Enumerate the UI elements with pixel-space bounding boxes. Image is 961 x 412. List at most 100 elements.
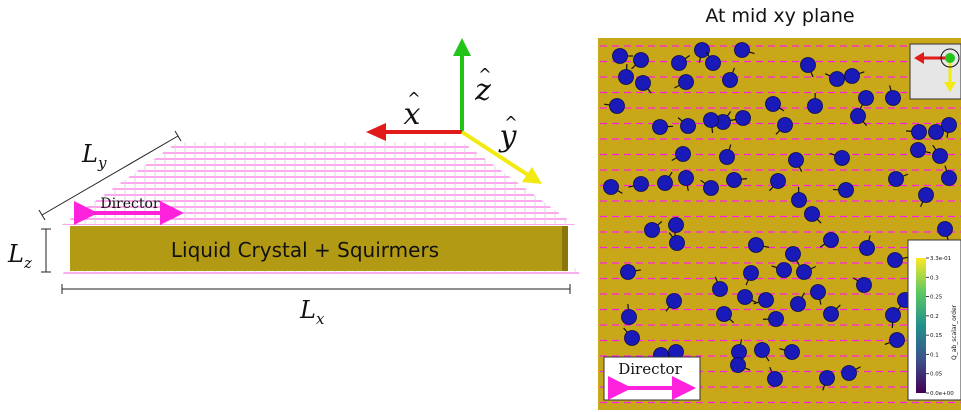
squirmer-particle bbox=[633, 176, 649, 192]
squirmer-particle bbox=[790, 296, 806, 312]
squirmer-particle bbox=[796, 264, 812, 280]
z-axis-head bbox=[453, 38, 471, 56]
squirmer-particle bbox=[652, 119, 668, 135]
squirmer-particle bbox=[844, 68, 860, 84]
ly-dimension-line bbox=[41, 135, 179, 216]
squirmer-particle bbox=[726, 172, 742, 188]
squirmer-particle bbox=[758, 292, 774, 308]
x-axis-label: x bbox=[404, 97, 421, 132]
colorbar-tick-label: 0.25 bbox=[930, 295, 943, 301]
squirmer-particle bbox=[621, 309, 637, 325]
colorbar-tick-label: 3.3e-01 bbox=[930, 256, 951, 262]
director-label-right: Director bbox=[618, 360, 682, 378]
squirmer-particle bbox=[777, 117, 793, 133]
colorbar-tick-label: 0.0e+00 bbox=[930, 391, 954, 397]
squirmer-particle bbox=[885, 90, 901, 106]
squirmer-particle bbox=[754, 342, 770, 358]
squirmer-particle bbox=[841, 365, 857, 381]
right-panel-title: At mid xy plane bbox=[705, 5, 854, 27]
squirmer-particle bbox=[791, 192, 807, 208]
squirmer-particle bbox=[856, 277, 872, 293]
squirmer-particle bbox=[838, 182, 854, 198]
squirmer-particle bbox=[918, 187, 934, 203]
squirmer-particle bbox=[609, 98, 625, 114]
squirmer-particle bbox=[678, 170, 694, 186]
squirmer-particle bbox=[829, 71, 845, 87]
squirmer-particle bbox=[635, 75, 651, 91]
colorbar-ticks: 3.3e-010.30.250.20.150.10.050.0e+00 bbox=[926, 256, 954, 397]
lx-label: Lx bbox=[299, 296, 325, 328]
squirmer-particle bbox=[719, 149, 735, 165]
colorbar: 3.3e-010.30.250.20.150.10.050.0e+00 Q_ab… bbox=[907, 239, 961, 401]
right-panel: At mid xy plane Director 3.3e-01 0.3 0.25 0… bbox=[598, 5, 961, 410]
squirmer-particle bbox=[680, 118, 696, 134]
slab-shadow-edge bbox=[562, 226, 568, 271]
squirmer-particle bbox=[668, 217, 684, 233]
x-axis-head bbox=[366, 123, 386, 141]
squirmer-particle bbox=[612, 48, 628, 64]
y-axis-label: y bbox=[498, 119, 518, 154]
squirmer-particle bbox=[743, 265, 759, 281]
slab-label: Liquid Crystal + Squirmers bbox=[171, 238, 439, 262]
squirmer-particle bbox=[768, 311, 784, 327]
lz-label: Lz bbox=[7, 240, 32, 272]
squirmer-particle bbox=[850, 108, 866, 124]
squirmer-particle bbox=[810, 284, 826, 300]
squirmer-particle bbox=[885, 307, 901, 323]
squirmer-particle bbox=[624, 330, 640, 346]
squirmer-particle bbox=[807, 98, 823, 114]
squirmer-particle bbox=[722, 72, 738, 88]
squirmer-particle bbox=[716, 306, 732, 322]
colorbar-tick-label: 0.05 bbox=[930, 372, 943, 378]
squirmer-particle bbox=[911, 124, 927, 140]
squirmer-particle bbox=[734, 42, 750, 58]
squirmer-particle bbox=[666, 293, 682, 309]
y-axis-hat: ^ bbox=[504, 113, 517, 132]
squirmer-particle bbox=[675, 146, 691, 162]
squirmer-particle bbox=[834, 150, 850, 166]
y-axis-arrow bbox=[460, 130, 530, 177]
colorbar-gradient bbox=[916, 258, 926, 393]
squirmer-particle bbox=[748, 237, 764, 253]
squirmer-particle bbox=[941, 170, 957, 186]
squirmer-particle bbox=[788, 152, 804, 168]
colorbar-tick-label: 0.3 bbox=[930, 275, 939, 281]
colorbar-tick-label: 0.15 bbox=[930, 333, 943, 339]
ly-tick-b bbox=[174, 130, 182, 142]
squirmer-particle bbox=[620, 264, 636, 280]
z-axis-label: z bbox=[474, 73, 491, 108]
squirmer-particle bbox=[735, 110, 751, 126]
squirmer-particle bbox=[858, 90, 874, 106]
squirmer-particle bbox=[770, 173, 786, 189]
squirmer-particle bbox=[633, 52, 649, 68]
ly-label: Ly bbox=[81, 140, 107, 172]
squirmer-particle bbox=[669, 235, 685, 251]
squirmer-particle bbox=[784, 344, 800, 360]
squirmer-particle bbox=[785, 246, 801, 262]
squirmer-particle bbox=[823, 232, 839, 248]
squirmer-particle bbox=[765, 96, 781, 112]
squirmer-particle bbox=[887, 252, 903, 268]
squirmer-particle bbox=[678, 74, 694, 90]
z-axis-hat: ^ bbox=[478, 65, 491, 84]
squirmer-particle bbox=[730, 357, 746, 373]
director-legend: Director bbox=[603, 356, 701, 401]
y-axis-head bbox=[522, 167, 542, 184]
squirmer-particle bbox=[767, 371, 783, 387]
squirmer-particle bbox=[703, 180, 719, 196]
squirmer-particle bbox=[859, 240, 875, 256]
squirmer-particle bbox=[705, 55, 721, 71]
squirmer-particle bbox=[776, 262, 792, 278]
squirmer-particle bbox=[737, 289, 753, 305]
director-label-left: Director bbox=[100, 196, 160, 212]
squirmer-particle bbox=[888, 171, 904, 187]
squirmer-particles bbox=[603, 42, 957, 391]
colorbar-tick-label: 0.2 bbox=[930, 314, 939, 320]
squirmer-particle bbox=[941, 117, 957, 133]
squirmer-particle bbox=[819, 370, 835, 386]
squirmer-particle bbox=[603, 179, 619, 195]
squirmer-particle bbox=[937, 221, 953, 237]
squirmer-particle bbox=[694, 42, 710, 58]
orientation-inset bbox=[909, 43, 961, 100]
